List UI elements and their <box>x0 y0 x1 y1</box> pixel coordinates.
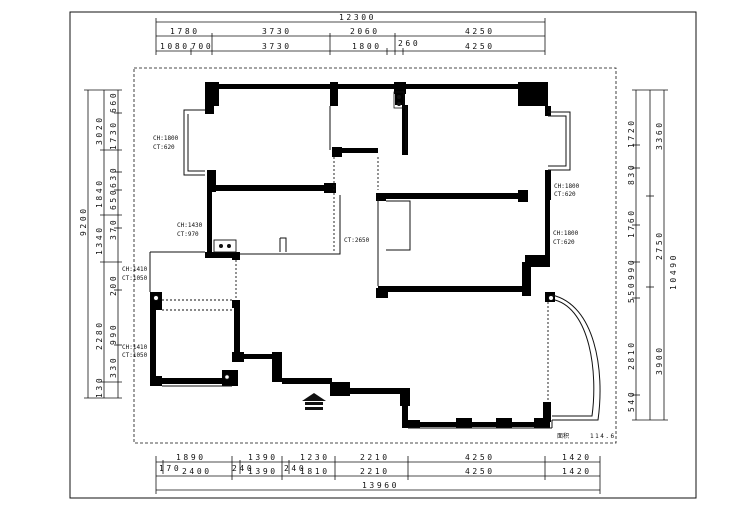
dim-top-r2-5: 4250 <box>465 42 495 51</box>
dim-bot-r1-5: 1420 <box>562 453 592 462</box>
dim-right-inner-4: 550 <box>627 281 636 303</box>
bottom-dimensions: 1890 1390 1230 2210 4250 1420 170 240 24… <box>155 453 601 494</box>
walls <box>150 82 601 428</box>
dim-top-r1-3: 4250 <box>465 27 495 36</box>
dim-left-overall: 9200 <box>79 206 88 236</box>
dim-bot-r1-0: 1890 <box>176 453 206 462</box>
dim-top-r1-1: 3730 <box>262 27 292 36</box>
dim-left-inner-4: 370 <box>109 218 118 240</box>
dim-left-inner-5: 200 <box>109 274 118 296</box>
dim-top-r2-2: 3730 <box>262 42 292 51</box>
dim-right-inner-6: 540 <box>627 390 636 412</box>
right-dimensions: 10490 3360 2750 3900 1720 830 1760 990 5… <box>627 89 678 421</box>
dim-left-inner-1: 1730 <box>109 120 118 150</box>
label-area: 面积 <box>557 432 569 440</box>
dim-left-inner-6: 990 <box>109 323 118 345</box>
stove-top <box>213 239 237 253</box>
label-window-left-mid-ch: CH:1430 <box>177 222 203 229</box>
dim-right-inner-1: 830 <box>627 163 636 185</box>
label-window-right-mid-ch: CH:1800 <box>553 230 579 237</box>
label-window-right-top-ct: CT:620 <box>554 191 576 198</box>
label-bay-top-left-ct: CT:620 <box>153 144 175 151</box>
dim-right-overall: 10490 <box>669 253 678 290</box>
dim-top-r2-4: 260 <box>398 39 420 48</box>
plan-boundary <box>133 67 617 444</box>
dim-bot-small-1: 240 <box>232 464 254 473</box>
left-dimensions: 9200 3020 1840 1340 2280 130 660 1730 63… <box>79 89 122 399</box>
dim-left-outer-3: 2280 <box>95 320 104 350</box>
dim-bot-small-0: 170 <box>159 464 181 473</box>
label-bay-top-left-ch: CH:1800 <box>153 135 179 142</box>
dim-left-outer-4: 130 <box>95 376 104 398</box>
interior-lines <box>149 106 553 429</box>
label-window-right-mid-ct: CT:620 <box>553 239 575 246</box>
dim-right-mid-0: 3360 <box>655 120 664 150</box>
dim-left-inner-2: 630 <box>109 166 118 188</box>
dim-bot-r1-4: 4250 <box>465 453 495 462</box>
dim-bot-r2-3: 2210 <box>360 467 390 476</box>
label-area-value: 114.6 <box>590 433 616 440</box>
sheet-frame <box>69 11 697 499</box>
dim-top-overall: 12300 <box>339 13 376 22</box>
label-window-left-b-ct: CT:1050 <box>122 352 148 359</box>
dim-bot-r1-3: 2210 <box>360 453 390 462</box>
label-window-left-a-ch: CH:1410 <box>122 266 148 273</box>
dim-top-r2-1: 700 <box>191 42 213 51</box>
dim-left-inner-0: 660 <box>109 91 118 113</box>
dim-bot-small-2: 240 <box>284 464 306 473</box>
dim-left-inner-7: 330 <box>109 356 118 378</box>
dim-right-inner-5: 2810 <box>627 340 636 370</box>
dim-right-inner-2: 1760 <box>627 208 636 238</box>
dim-top-r1-0: 1780 <box>170 27 200 36</box>
label-window-right-top-ch: CH:1800 <box>554 183 580 190</box>
dim-bot-r1-2: 1230 <box>300 453 330 462</box>
dim-right-mid-2: 3900 <box>655 345 664 375</box>
dim-bot-overall: 13960 <box>362 481 399 490</box>
top-dimensions: 12300 1780 3730 2060 4250 1080 700 3730 … <box>155 13 546 55</box>
entrance-arrow-icon <box>302 393 326 410</box>
dim-bot-r2-4: 4250 <box>465 467 495 476</box>
dim-right-mid-1: 2750 <box>655 230 664 260</box>
dim-bot-r2-5: 1420 <box>562 467 592 476</box>
label-window-left-b-ch: CH:1410 <box>122 344 148 351</box>
label-window-left-a-ct: CT:1050 <box>122 275 148 282</box>
dim-top-r1-2: 2060 <box>350 27 380 36</box>
dim-right-inner-3: 990 <box>627 258 636 280</box>
label-window-left-mid-ct: CT:970 <box>177 231 199 238</box>
dim-left-outer-2: 1340 <box>95 225 104 255</box>
dim-bot-r2-2: 1810 <box>300 467 330 476</box>
dim-top-r2-3: 1800 <box>352 42 382 51</box>
dim-left-outer-0: 3020 <box>95 115 104 145</box>
dim-right-inner-0: 1720 <box>627 118 636 148</box>
dim-bot-r2-0: 2400 <box>182 467 212 476</box>
dim-bot-r2-1: 1390 <box>248 467 278 476</box>
fixtures <box>153 91 554 410</box>
dim-left-inner-3: 650 <box>109 188 118 210</box>
dim-bot-r1-1: 1390 <box>248 453 278 462</box>
dim-left-outer-1: 1840 <box>95 178 104 208</box>
label-ceiling: CT:2650 <box>344 237 370 244</box>
stove-kitchen <box>393 91 405 109</box>
annotations: CH:1800 CT:620 CH:1430 CT:970 CH:1800 CT… <box>122 135 616 440</box>
dim-top-r2-0: 1080 <box>160 42 190 51</box>
